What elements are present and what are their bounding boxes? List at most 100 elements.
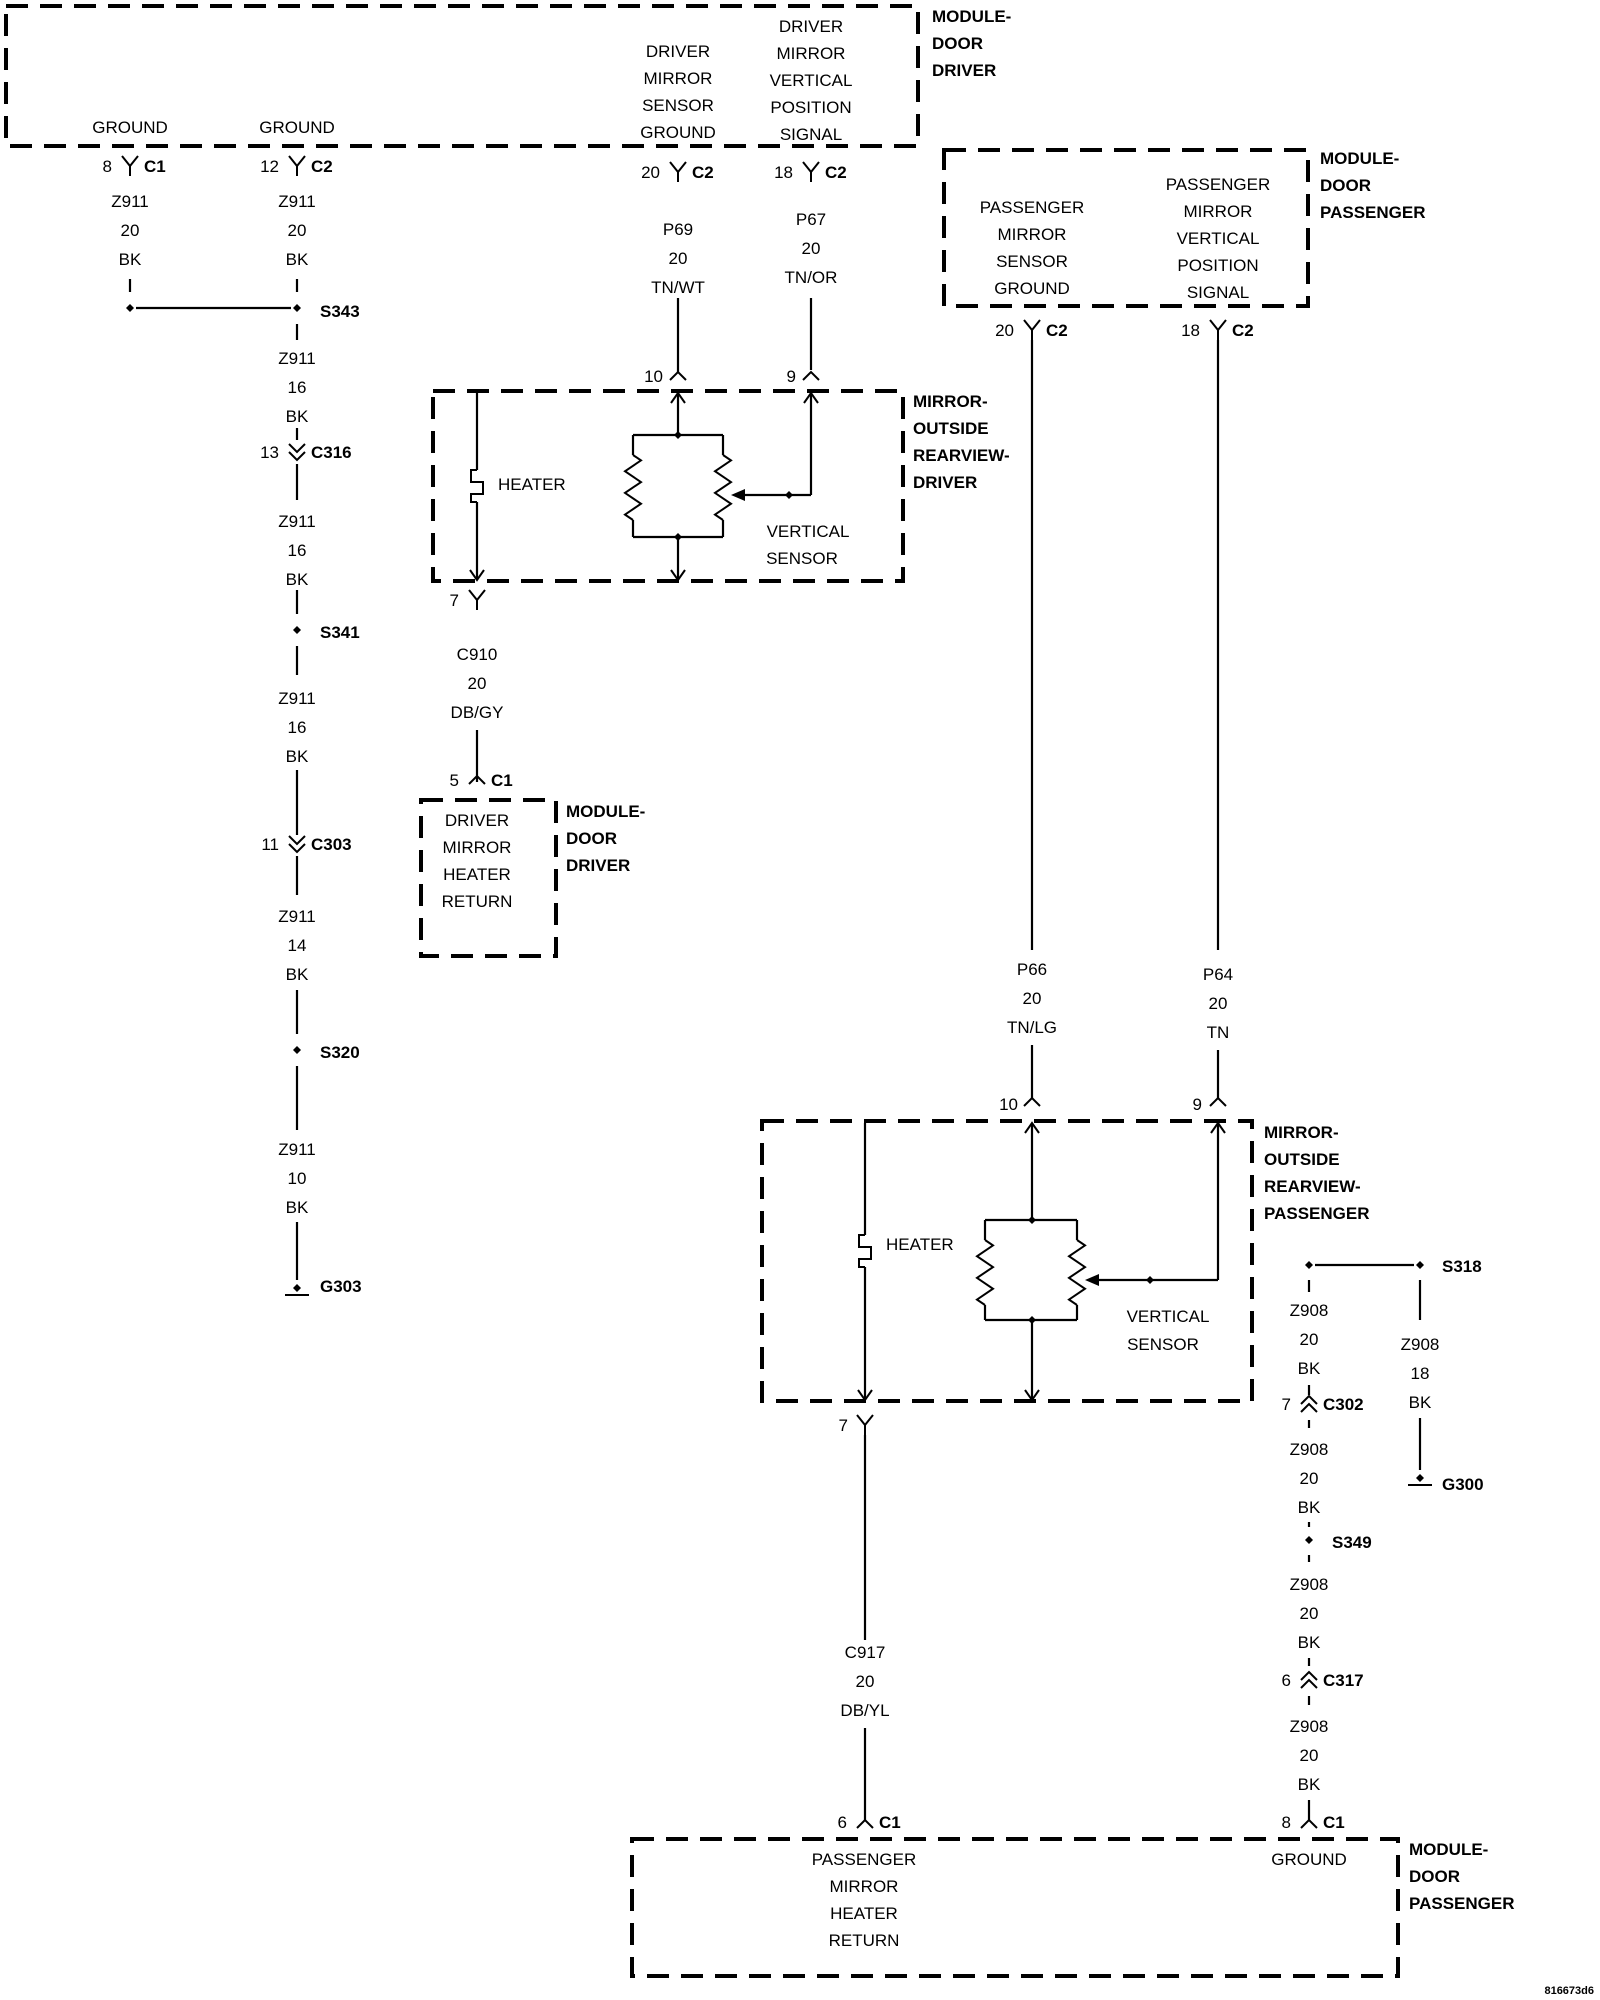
wire-color: BK: [286, 965, 309, 984]
module-name: REARVIEW-: [1264, 1177, 1361, 1196]
module-name: OUTSIDE: [913, 419, 989, 438]
label: PASSENGER: [812, 1850, 917, 1869]
wiper-arrow: [1085, 1274, 1099, 1286]
wire-gauge: 20: [1023, 989, 1042, 1008]
connector-symbol: [1300, 1818, 1318, 1829]
sensor-resistor: [975, 1239, 995, 1306]
connector-name: C316: [311, 443, 352, 462]
wire-gauge: 20: [1300, 1330, 1319, 1349]
label: VERTICAL: [770, 71, 853, 90]
wire-gauge: 16: [288, 378, 307, 397]
wire-color: BK: [1298, 1633, 1321, 1652]
wire-color: DB/YL: [840, 1701, 889, 1720]
wire-color: TN/WT: [651, 278, 705, 297]
mirror-passenger-box: [760, 1119, 1254, 1403]
wire-gauge: 20: [1300, 1604, 1319, 1623]
connector-pin: 9: [1193, 1095, 1202, 1114]
connector-name: C1: [491, 771, 513, 790]
wire-gauge: 20: [1209, 994, 1228, 1013]
splice-S349: [1305, 1536, 1313, 1544]
ground-label: G303: [320, 1277, 362, 1296]
heater-label: HEATER: [886, 1235, 954, 1254]
connector-pin: 20: [641, 163, 660, 182]
wire-circuit: Z911: [278, 907, 316, 926]
module-name: DRIVER: [932, 61, 996, 80]
wire-circuit: Z911: [278, 689, 316, 708]
components: [121, 155, 1432, 1829]
label: MIRROR: [998, 225, 1067, 244]
arrow: [857, 1389, 873, 1402]
arrow: [1024, 1121, 1040, 1134]
junction-dot: [674, 533, 682, 541]
wire-circuit: Z911: [278, 349, 316, 368]
ground-dot: [293, 1284, 301, 1292]
connector-name: C2: [1232, 321, 1254, 340]
label: MIRROR: [443, 838, 512, 857]
label: HEATER: [830, 1904, 898, 1923]
wire-gauge: 20: [1300, 1469, 1319, 1488]
wire-circuit: P69: [663, 220, 693, 239]
module-door-passenger-top-box: [942, 148, 1310, 308]
wire-gauge: 20: [802, 239, 821, 258]
label: RETURN: [442, 892, 513, 911]
module-name: MIRROR-: [1264, 1123, 1339, 1142]
splice-dot: [1305, 1261, 1313, 1269]
wire-color: TN: [1207, 1023, 1230, 1042]
connector-pin: 6: [1282, 1671, 1291, 1690]
connector-symbol: [468, 774, 486, 785]
wire-gauge: 18: [1411, 1364, 1430, 1383]
splice-label: S341: [320, 623, 360, 642]
arrow: [1210, 1121, 1226, 1134]
heater-element: [470, 469, 484, 503]
wire-gauge: 20: [1300, 1746, 1319, 1765]
label: MIRROR: [830, 1877, 899, 1896]
heater-element: [858, 1234, 872, 1268]
wire-color: BK: [1298, 1498, 1321, 1517]
module-name: DOOR: [566, 829, 617, 848]
module-name: DOOR: [1320, 176, 1371, 195]
connector-symbol: [1209, 1096, 1227, 1107]
wire-gauge: 20: [288, 221, 307, 240]
arrow: [670, 569, 686, 582]
module-name: PASSENGER: [1409, 1894, 1515, 1913]
label: DRIVER: [646, 42, 710, 61]
connector-pin: 7: [450, 591, 459, 610]
label: POSITION: [770, 98, 851, 117]
inline-connector-symbol: [1300, 1394, 1318, 1413]
connector-pin: 8: [1282, 1813, 1291, 1832]
wire-gauge: 20: [856, 1672, 875, 1691]
wire-circuit: Z911: [278, 192, 316, 211]
splice-S320: [293, 1046, 301, 1054]
label: SIGNAL: [780, 125, 842, 144]
label: GROUND: [994, 279, 1070, 298]
module-name: PASSENGER: [1264, 1204, 1370, 1223]
connector-symbol: [802, 370, 820, 381]
module-name: MODULE-: [1409, 1840, 1488, 1859]
connector-pin: 7: [1282, 1395, 1291, 1414]
connector-name: C2: [1046, 321, 1068, 340]
connector-pin: 10: [999, 1095, 1018, 1114]
wire-circuit: Z908: [1290, 1575, 1329, 1594]
wire-color: BK: [286, 1198, 309, 1217]
module-door-driver-small-box: [419, 798, 558, 958]
wire-color: BK: [1298, 1359, 1321, 1378]
label: DRIVER: [445, 811, 509, 830]
label: MIRROR: [1184, 202, 1253, 221]
wire-circuit: P67: [796, 210, 826, 229]
arrow: [803, 391, 819, 404]
connector-name: C302: [1323, 1395, 1364, 1414]
sensor-label: VERTICAL: [767, 522, 850, 541]
wire-color: TN/OR: [785, 268, 838, 287]
connector-symbol: [468, 589, 486, 610]
module-name: DRIVER: [566, 856, 630, 875]
heater-label: HEATER: [498, 475, 566, 494]
splice-S343: [293, 304, 301, 312]
module-name: MIRROR-: [913, 392, 988, 411]
connector-name: C1: [879, 1813, 901, 1832]
connector-pin: 9: [787, 367, 796, 386]
wire-color: BK: [286, 250, 309, 269]
wire-circuit: Z908: [1401, 1335, 1440, 1354]
splice-S318: [1416, 1261, 1424, 1269]
